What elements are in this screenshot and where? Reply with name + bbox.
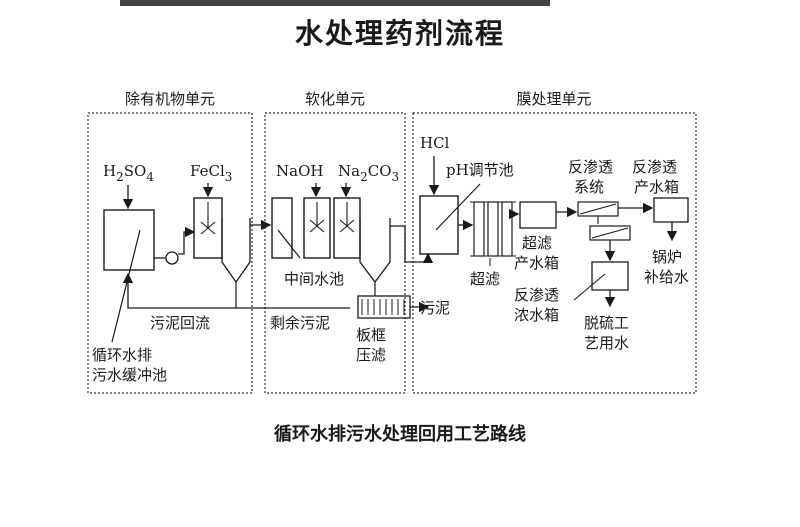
ro-conc-label-1: 反渗透 — [514, 286, 559, 304]
uf-column-3 — [501, 201, 513, 257]
ph-pool-tank — [419, 195, 459, 255]
sludge-return-line — [122, 272, 350, 309]
ph-pool-label: pH调节池 — [446, 161, 514, 179]
membrane-unit-label: 膜处理单元 — [516, 90, 591, 108]
diagram-caption: 循环水排污水处理回用工艺路线 — [274, 424, 526, 445]
page-title: 水处理药剂流程 — [294, 17, 505, 50]
naoh-label: NaOH — [276, 162, 323, 180]
middle-pool-tank — [271, 197, 293, 259]
buffer-pool-label-2: 污水缓冲池 — [92, 366, 167, 384]
h2so4-label: H2SO4 — [103, 162, 154, 184]
buffer-pool-tank — [103, 209, 155, 271]
ro-product-label-1: 反渗透 — [632, 158, 677, 176]
ultrafilter-label: 超滤 — [470, 270, 500, 288]
ro-conc-label-2: 浓水箱 — [514, 306, 559, 324]
ro-system-label-1: 反渗透 — [568, 158, 613, 176]
buffer-pool-label-1: 循环水排 — [92, 346, 152, 364]
boiler-label-2: 补给水 — [644, 268, 689, 286]
organic-unit-boundary — [87, 112, 253, 394]
filter-press-label-1: 板框 — [356, 326, 386, 344]
pump-outlet-pipe — [178, 226, 196, 255]
ro-product-label-2: 产水箱 — [634, 178, 679, 196]
uf-tank-label-2: 产水箱 — [514, 254, 559, 272]
middle-pool-leader — [277, 229, 301, 259]
buffer-pool-leader — [111, 229, 141, 343]
settler-2 — [359, 218, 391, 284]
softening-unit-label: 软化单元 — [305, 90, 365, 108]
hcl-label: HCl — [420, 134, 450, 152]
mixer-icon-3 — [339, 219, 355, 233]
uf-tank-label-1: 超滤 — [522, 234, 552, 252]
uf-column-2 — [487, 201, 499, 257]
pump-icon — [165, 251, 179, 265]
ro-product-tank — [653, 197, 689, 223]
excess-sludge-label: 剩余污泥 — [270, 314, 330, 332]
filter-press — [357, 295, 411, 319]
membrane-unit-boundary — [412, 112, 697, 394]
header-strip — [120, 0, 550, 6]
boiler-label-1: 锅炉 — [652, 248, 682, 266]
ro-concentrate-tank — [591, 261, 629, 291]
desulf-label-1: 脱硫工 — [584, 314, 629, 332]
fecl3-label: FeCl3 — [190, 162, 232, 184]
softening-reactor-1 — [303, 197, 331, 259]
ph-pool-leader — [435, 183, 481, 231]
filter-press-label-2: 压滤 — [356, 346, 386, 364]
uf-column-1 — [473, 201, 485, 257]
middle-pool-label: 中间水池 — [284, 270, 344, 288]
mixer-icon — [200, 221, 216, 235]
mixer-icon-2 — [309, 219, 325, 233]
na2co3-label: Na2CO3 — [338, 162, 399, 184]
ro-conc-leader — [573, 273, 606, 301]
ro-system-label-2: 系统 — [574, 178, 604, 196]
settler-1 — [221, 218, 251, 284]
uf-product-tank — [519, 201, 557, 229]
sludge-label: 污泥 — [420, 299, 450, 317]
organic-unit-label: 除有机物单元 — [125, 90, 215, 108]
desulf-label-2: 艺用水 — [584, 334, 629, 352]
sludge-return-label: 污泥回流 — [150, 314, 210, 332]
flow-to-ph-pool — [390, 225, 434, 264]
